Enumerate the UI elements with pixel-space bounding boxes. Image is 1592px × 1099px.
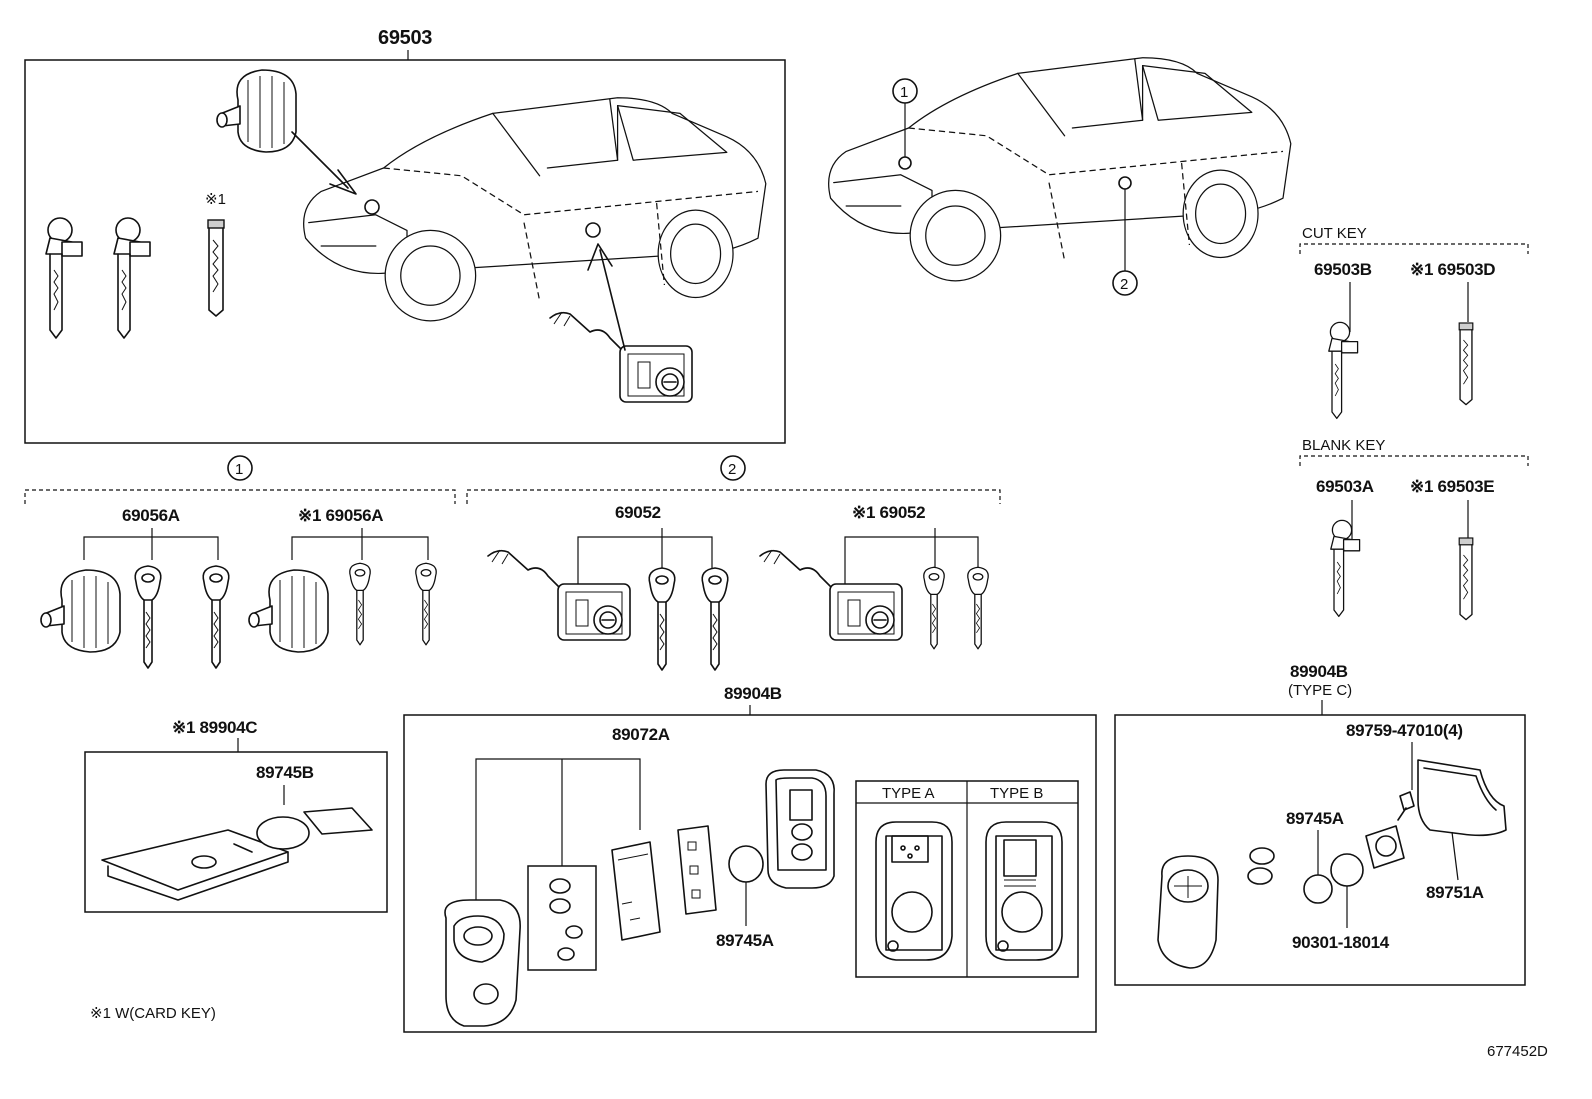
part-label-89072A: 89072A — [612, 725, 670, 744]
vehicle-callouts: 1 2 — [828, 57, 1292, 296]
group-89904C: ※1 89904C 89745B — [84, 718, 388, 913]
type-c-label: (TYPE C) — [1288, 682, 1352, 699]
callout-2-top-text: 2 — [1120, 276, 1128, 293]
group-89904B-type-c: 89904B (TYPE C) 89759-47010(4) 89745A 90… — [1114, 662, 1526, 986]
callout-1 — [227, 455, 253, 481]
type-b-fob-icon — [985, 821, 1063, 961]
blank-card-key-icon — [1458, 537, 1474, 621]
footnote-card-key: ※1 W(CARD KEY) — [90, 1005, 216, 1022]
cut-card-key-icon — [1458, 322, 1474, 406]
smart-key-fob-icon — [444, 899, 521, 1027]
key-1b — [202, 565, 230, 669]
part-label-90301: 90301-18014 — [1292, 933, 1390, 952]
callout-2-text: 2 — [728, 461, 736, 478]
part-label-89745B: 89745B — [256, 763, 314, 782]
part-label-89751A: 89751A — [1426, 883, 1484, 902]
group-69503: 69503 ※1 — [24, 27, 786, 444]
key-2b — [701, 567, 729, 671]
group-89904B: 89904B 89072A 89745A — [403, 684, 1097, 1033]
master-key-icon-2 — [113, 217, 151, 339]
box-89904B — [403, 714, 1097, 1033]
part-label-69052: 69052 — [615, 503, 661, 522]
circuit-board-icon — [611, 841, 661, 941]
callout-1-text: 1 — [235, 461, 243, 478]
ignition-cylinder-icon — [216, 69, 297, 153]
box-69503 — [24, 59, 786, 444]
cut-key-icon — [1328, 321, 1359, 420]
key-1c — [349, 562, 371, 646]
card-cover-icon — [303, 807, 373, 835]
battery-89745B-icon — [256, 816, 310, 850]
battery-type-c-icon — [1303, 874, 1333, 904]
key-2a — [648, 567, 676, 671]
ignition-location-marker — [364, 199, 380, 215]
button-set-icon — [549, 878, 583, 961]
door-lock-cylinder-icon — [549, 311, 693, 403]
fob-cover-icon — [1417, 759, 1507, 837]
fob-case-icon — [765, 769, 835, 889]
part-label-69056A-w: ※1 69056A — [298, 506, 383, 525]
key-2d — [967, 566, 989, 650]
part-label-69503E: ※1 69503E — [1410, 477, 1494, 496]
part-label-69503B: 69503B — [1314, 260, 1372, 279]
cut-key-label: CUT KEY — [1302, 225, 1367, 242]
arrow-door — [599, 249, 626, 351]
type-a-fob-icon — [875, 821, 953, 961]
button-set-frame — [527, 865, 597, 971]
callout-2 — [720, 455, 746, 481]
section-1-ignition: 1 69056A ※1 69056A — [24, 455, 456, 669]
part-label-89904C: ※1 89904C — [172, 718, 257, 737]
part-label-69056A: 69056A — [122, 506, 180, 525]
ignition-cylinder-2 — [248, 569, 329, 653]
part-label-89759: 89759-47010(4) — [1346, 721, 1463, 740]
part-label-89745A-main: 89745A — [716, 931, 774, 950]
part-label-89904B: 89904B — [724, 684, 782, 703]
part-label-69503: 69503 — [378, 27, 432, 49]
diagram-id: 677452D — [1487, 1043, 1548, 1060]
part-label-89745A-c: 89745A — [1286, 809, 1344, 828]
blank-key-group: BLANK KEY 69503A ※1 69503E — [1299, 437, 1529, 621]
key-1d — [415, 562, 437, 646]
door-lock-2 — [759, 549, 903, 641]
box-89904C — [84, 751, 388, 913]
door-location-marker — [585, 222, 601, 238]
screw-icon — [1397, 791, 1415, 821]
ignition-cylinder-1 — [40, 569, 121, 653]
blank-key-icon — [1330, 519, 1361, 618]
callout-1-top-text: 1 — [900, 84, 908, 101]
battery-89745A-icon — [728, 845, 764, 883]
door-lock-1 — [487, 549, 631, 641]
type-c-button-set-icon — [1247, 847, 1275, 885]
arrow-ignition — [291, 131, 349, 189]
type-a-label: TYPE A — [882, 785, 935, 802]
card-key-blade-icon — [207, 219, 225, 317]
section-2-door: 2 69052 ※1 69052 — [466, 455, 1001, 671]
part-label-69503A: 69503A — [1316, 477, 1374, 496]
part-label-69503D: ※1 69503D — [1410, 260, 1495, 279]
part-label-69052-w: ※1 69052 — [852, 503, 925, 522]
type-c-fob-icon — [1157, 855, 1219, 969]
card-key-marker: ※1 — [205, 191, 226, 208]
master-key-icon-1 — [45, 217, 83, 339]
part-label-89904B-c: 89904B — [1290, 662, 1348, 681]
box-89904B-type-c — [1114, 714, 1526, 986]
blank-key-label: BLANK KEY — [1302, 437, 1385, 454]
key-2c — [923, 566, 945, 650]
key-insert-icon — [677, 825, 717, 915]
holder-plate-icon — [1365, 825, 1405, 869]
key-1a — [134, 565, 162, 669]
cut-key-group: CUT KEY 69503B ※1 69503D — [1299, 225, 1529, 420]
o-ring-icon — [1330, 853, 1364, 887]
type-b-label: TYPE B — [990, 785, 1043, 802]
